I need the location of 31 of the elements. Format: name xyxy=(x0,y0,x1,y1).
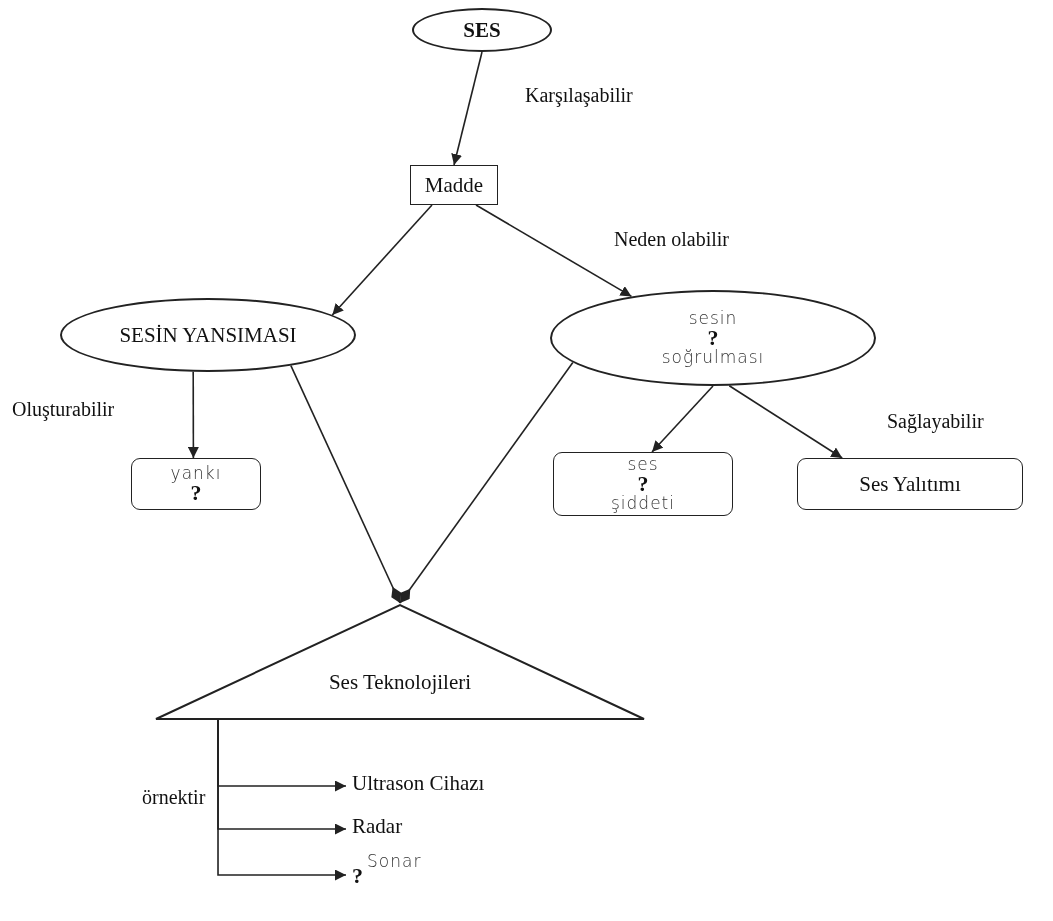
node-text: Radar xyxy=(352,814,403,839)
node-text: Ses Yalıtımı xyxy=(859,471,961,497)
handwritten-text: sesin xyxy=(688,310,738,327)
concept-triangle xyxy=(155,603,645,720)
question-mark: ? xyxy=(637,473,649,495)
concept-box xyxy=(797,458,1023,510)
arrow xyxy=(331,204,433,316)
handwritten-text: soğrulması xyxy=(661,349,765,366)
handwritten-text: yankı xyxy=(170,464,222,482)
node-text: Ses Teknolojileri xyxy=(328,669,472,694)
handwritten-text: Sonar xyxy=(367,853,422,870)
handwritten-text: şiddeti xyxy=(611,495,675,512)
question-mark: ? xyxy=(707,327,719,349)
arrow xyxy=(217,719,347,881)
node-text: Madde xyxy=(424,172,484,198)
arrow xyxy=(651,385,714,453)
node-text: SESİN YANSIMASI xyxy=(119,322,297,348)
arrow xyxy=(475,204,633,298)
arrow xyxy=(187,371,199,459)
connector-line xyxy=(290,364,402,604)
connector-line xyxy=(399,361,574,604)
node-text: Ultrason Cihazı xyxy=(352,771,485,796)
question-mark: ? xyxy=(190,481,202,504)
concept-box xyxy=(131,458,261,510)
concept-box xyxy=(553,452,733,516)
handwritten-text: ses xyxy=(627,456,659,473)
question-mark: ? xyxy=(352,865,363,887)
node-text: SES xyxy=(463,17,501,43)
arrow xyxy=(451,51,483,166)
arrow xyxy=(728,384,843,459)
concept-box xyxy=(410,165,498,205)
